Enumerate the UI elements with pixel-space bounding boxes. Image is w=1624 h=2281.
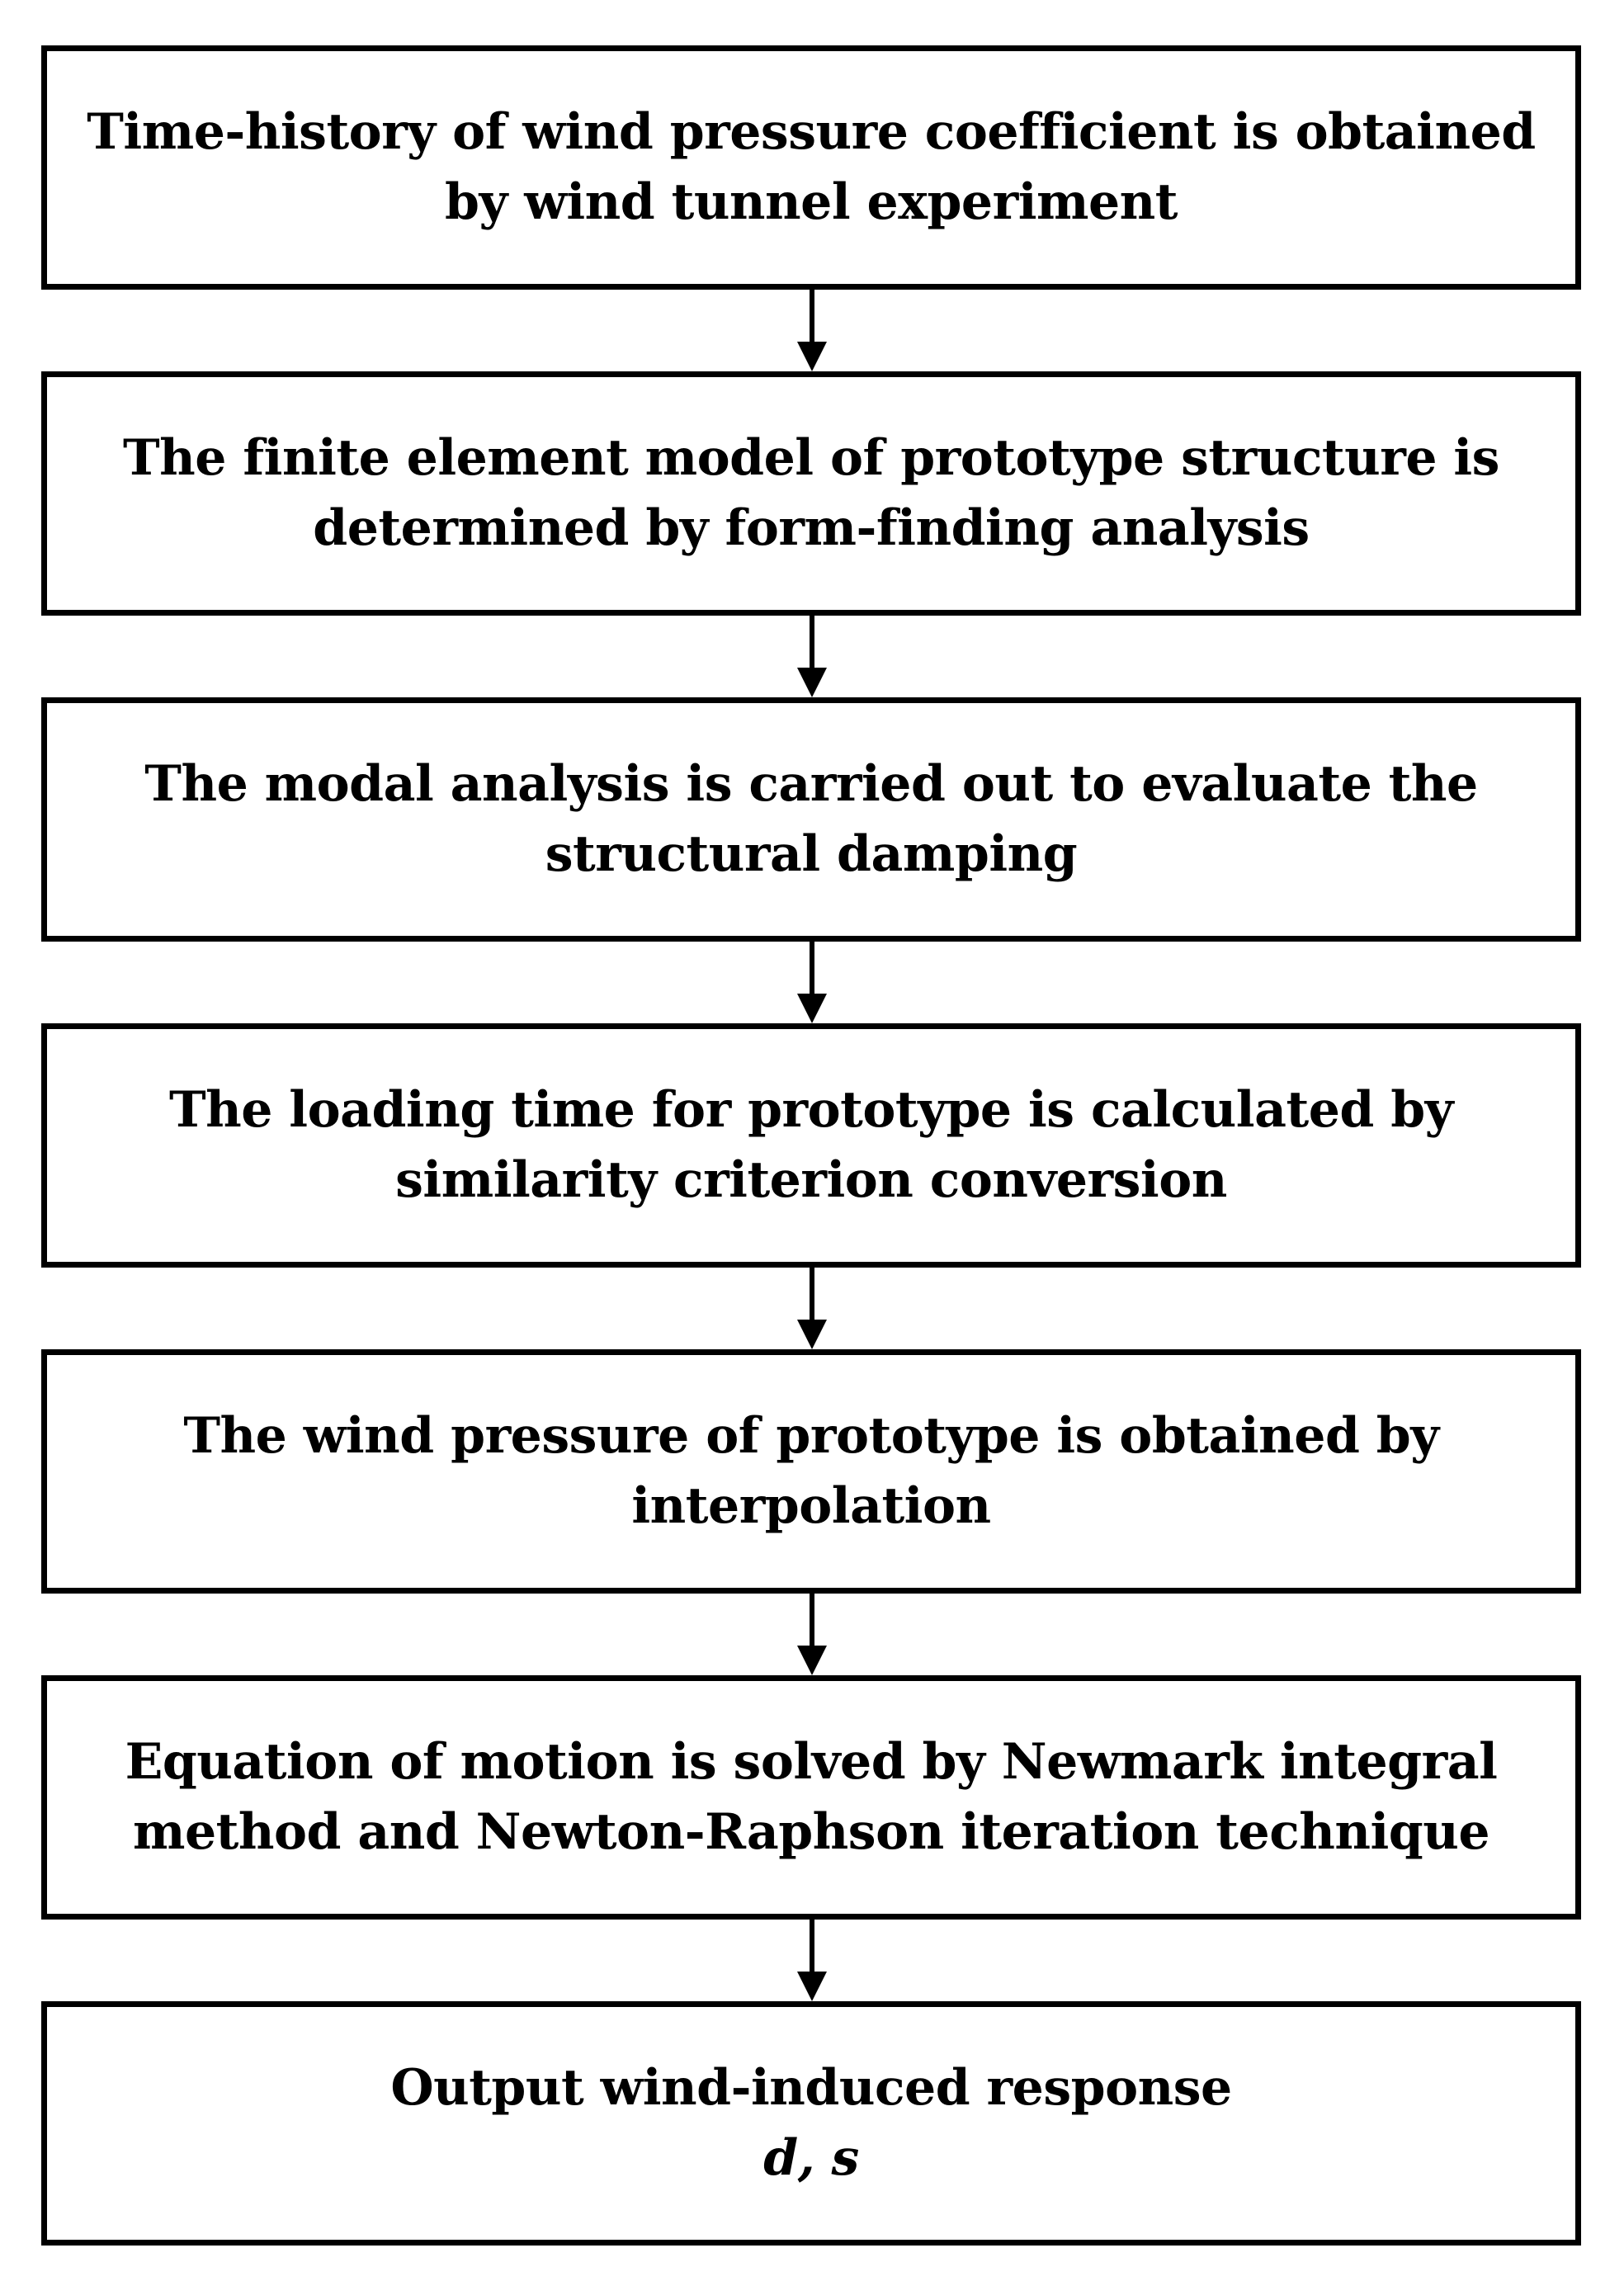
step-6-line-2: method and Newton-Raphson iteration tech… [132, 1803, 1490, 1861]
step-7-box: Output wind-induced response d, s [41, 2001, 1581, 2246]
arrow-4-to-5 [797, 1268, 827, 1349]
step-4-line-2: similarity criterion conversion [395, 1151, 1227, 1209]
step-2-box: The finite element model of prototype st… [41, 371, 1581, 616]
step-6-line-1: Equation of motion is solved by Newmark … [125, 1733, 1498, 1791]
arrow-1-to-2 [797, 290, 827, 371]
arrow-5-to-6 [797, 1594, 827, 1675]
arrow-2-to-3 [797, 616, 827, 697]
step-5-box: The wind pressure of prototype is obtain… [41, 1349, 1581, 1594]
step-1-line-2: by wind tunnel experiment [444, 173, 1178, 231]
step-6-box: Equation of motion is solved by Newmark … [41, 1675, 1581, 1920]
step-3-line-2: structural damping [545, 825, 1078, 883]
step-7-line-2: d, s [763, 2129, 859, 2187]
step-7-line-1: Output wind-induced response [390, 2059, 1232, 2117]
step-4-box: The loading time for prototype is calcul… [41, 1023, 1581, 1268]
step-3-box: The modal analysis is carried out to eva… [41, 697, 1581, 942]
arrow-3-to-4 [797, 942, 827, 1023]
step-4-line-1: The loading time for prototype is calcul… [168, 1081, 1454, 1139]
step-1-box: Time-history of wind pressure coefficien… [41, 45, 1581, 290]
step-1-line-1: Time-history of wind pressure coefficien… [87, 103, 1536, 161]
step-2-line-1: The finite element model of prototype st… [123, 429, 1499, 487]
step-5-line-1: The wind pressure of prototype is obtain… [183, 1407, 1439, 1465]
arrow-6-to-7 [797, 1920, 827, 2001]
step-5-line-2: interpolation [631, 1477, 991, 1535]
step-2-line-2: determined by form-finding analysis [313, 499, 1310, 557]
step-3-line-1: The modal analysis is carried out to eva… [144, 755, 1478, 813]
